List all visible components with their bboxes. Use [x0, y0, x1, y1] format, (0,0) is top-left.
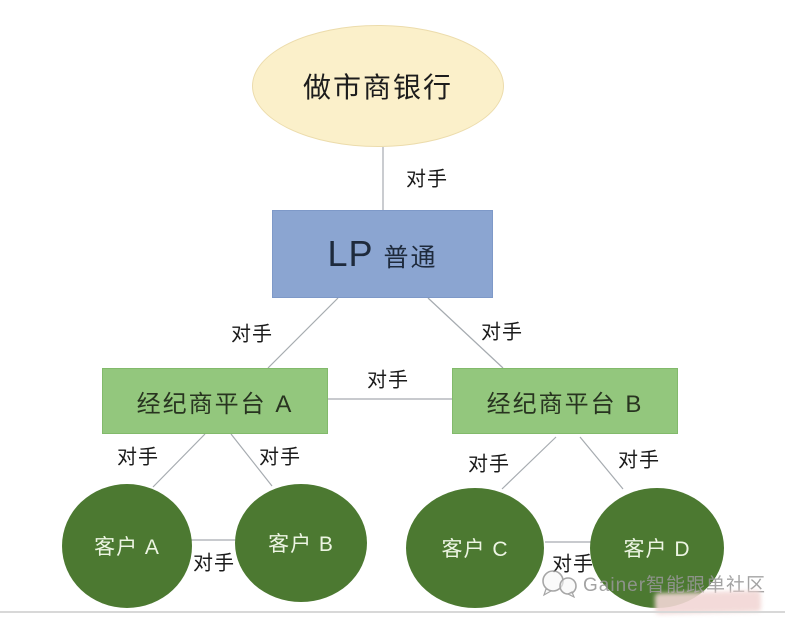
edge-broker-a-client-a [152, 433, 206, 488]
node-client-a: 客户 A [62, 484, 192, 608]
edge-broker-b-client-c [501, 436, 557, 490]
node-lp: LP 普通 [272, 210, 493, 298]
node-market-maker-bank: 做市商银行 [252, 25, 504, 147]
edge-label-broker-a-client-a: 对手 [117, 446, 159, 469]
client-b-label: 客户 B [268, 533, 334, 556]
client-c-label: 客户 C [441, 538, 509, 561]
edge-label-client-c-client-d: 对手 [552, 553, 594, 576]
node-broker-platform-b: 经纪商平台 B [452, 368, 678, 434]
edge-label-bank-lp: 对手 [406, 168, 448, 191]
edge-broker-b-client-d [579, 436, 624, 490]
node-client-b: 客户 B [235, 484, 367, 602]
edge-lp-broker-a [267, 297, 339, 369]
edge-label-lp-broker-b: 对手 [481, 321, 523, 344]
client-d-label: 客户 D [623, 538, 691, 561]
watermark-brand-text: Gainer智能跟单社区 [583, 574, 767, 596]
lp-label: LP 普通 [327, 233, 437, 275]
lp-label-cjk: 普通 [383, 244, 438, 272]
node-client-d: 客户 D [590, 488, 724, 608]
watermark: Gainer智能跟单社区 [541, 568, 766, 598]
broker-platform-a-label: 经纪商平台 A [136, 390, 294, 418]
edge-broker-a-client-b [230, 433, 273, 487]
edge-label-client-a-client-b: 对手 [193, 552, 235, 575]
edge-label-broker-a-broker-b: 对手 [367, 369, 409, 392]
market-maker-bank-label: 做市商银行 [302, 72, 453, 103]
node-broker-platform-a: 经纪商平台 A [102, 368, 328, 434]
client-a-label: 客户 A [94, 536, 160, 559]
edge-label-broker-a-client-b: 对手 [259, 446, 301, 469]
broker-platform-b-label: 经纪商平台 B [486, 390, 644, 418]
edge-label-broker-b-client-c: 对手 [468, 453, 510, 476]
edge-lp-broker-b [427, 297, 504, 369]
node-client-c: 客户 C [406, 488, 544, 608]
bottom-divider-line [0, 611, 785, 613]
edge-label-lp-broker-a: 对手 [231, 323, 273, 346]
chat-bubbles-icon [542, 570, 577, 598]
edge-label-broker-b-client-d: 对手 [618, 449, 660, 472]
lp-label-latin: LP [327, 233, 374, 274]
